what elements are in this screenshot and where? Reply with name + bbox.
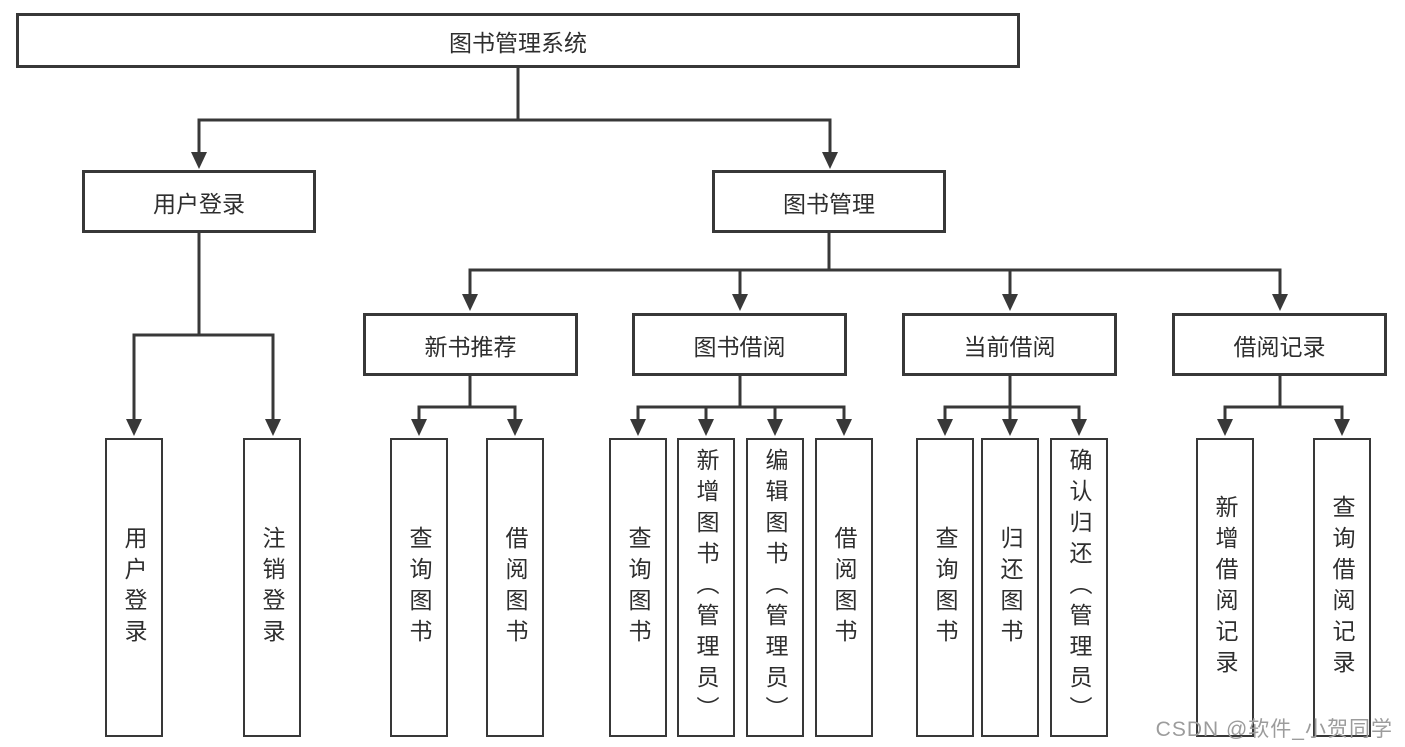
connector-root-to-level2 [191, 68, 838, 169]
leaf-nbr-query-books: 查询图书 [390, 438, 448, 737]
csdn-watermark: CSDN @软件_小贺同学 [1155, 718, 1393, 741]
connector-borrow-records-children [1217, 376, 1350, 436]
connector-book-management-children [462, 233, 1288, 311]
connector-book-borrow-children [630, 376, 852, 436]
connector-new-book-recommend-children [411, 376, 523, 436]
connector-current-borrow-children [937, 376, 1087, 436]
leaf-logout: 注销登录 [243, 438, 301, 737]
leaf-nbr-borrow-books: 借阅图书 [486, 438, 544, 737]
leaf-cb-query-books: 查询图书 [916, 438, 974, 737]
leaf-br-query-record: 查询借阅记录 [1313, 438, 1371, 737]
node-book-management: 图书管理 [712, 170, 946, 233]
leaf-cb-confirm-return-admin: 确认归还（管理员） [1050, 438, 1108, 737]
node-current-borrow: 当前借阅 [902, 313, 1117, 376]
leaf-cb-return-books: 归还图书 [981, 438, 1039, 737]
node-book-borrow: 图书借阅 [632, 313, 847, 376]
leaf-bb-borrow-books: 借阅图书 [815, 438, 873, 737]
leaf-bb-edit-books-admin: 编辑图书（管理员） [746, 438, 804, 737]
leaf-br-add-record: 新增借阅记录 [1196, 438, 1254, 737]
leaf-bb-add-books-admin: 新增图书（管理员） [677, 438, 735, 737]
leaf-bb-query-books: 查询图书 [609, 438, 667, 737]
node-user-login: 用户登录 [82, 170, 316, 233]
node-new-book-recommend: 新书推荐 [363, 313, 578, 376]
node-root-library-system: 图书管理系统 [16, 13, 1020, 68]
node-borrow-records: 借阅记录 [1172, 313, 1387, 376]
connector-user-login-children [126, 233, 281, 436]
leaf-user-login: 用户登录 [105, 438, 163, 737]
